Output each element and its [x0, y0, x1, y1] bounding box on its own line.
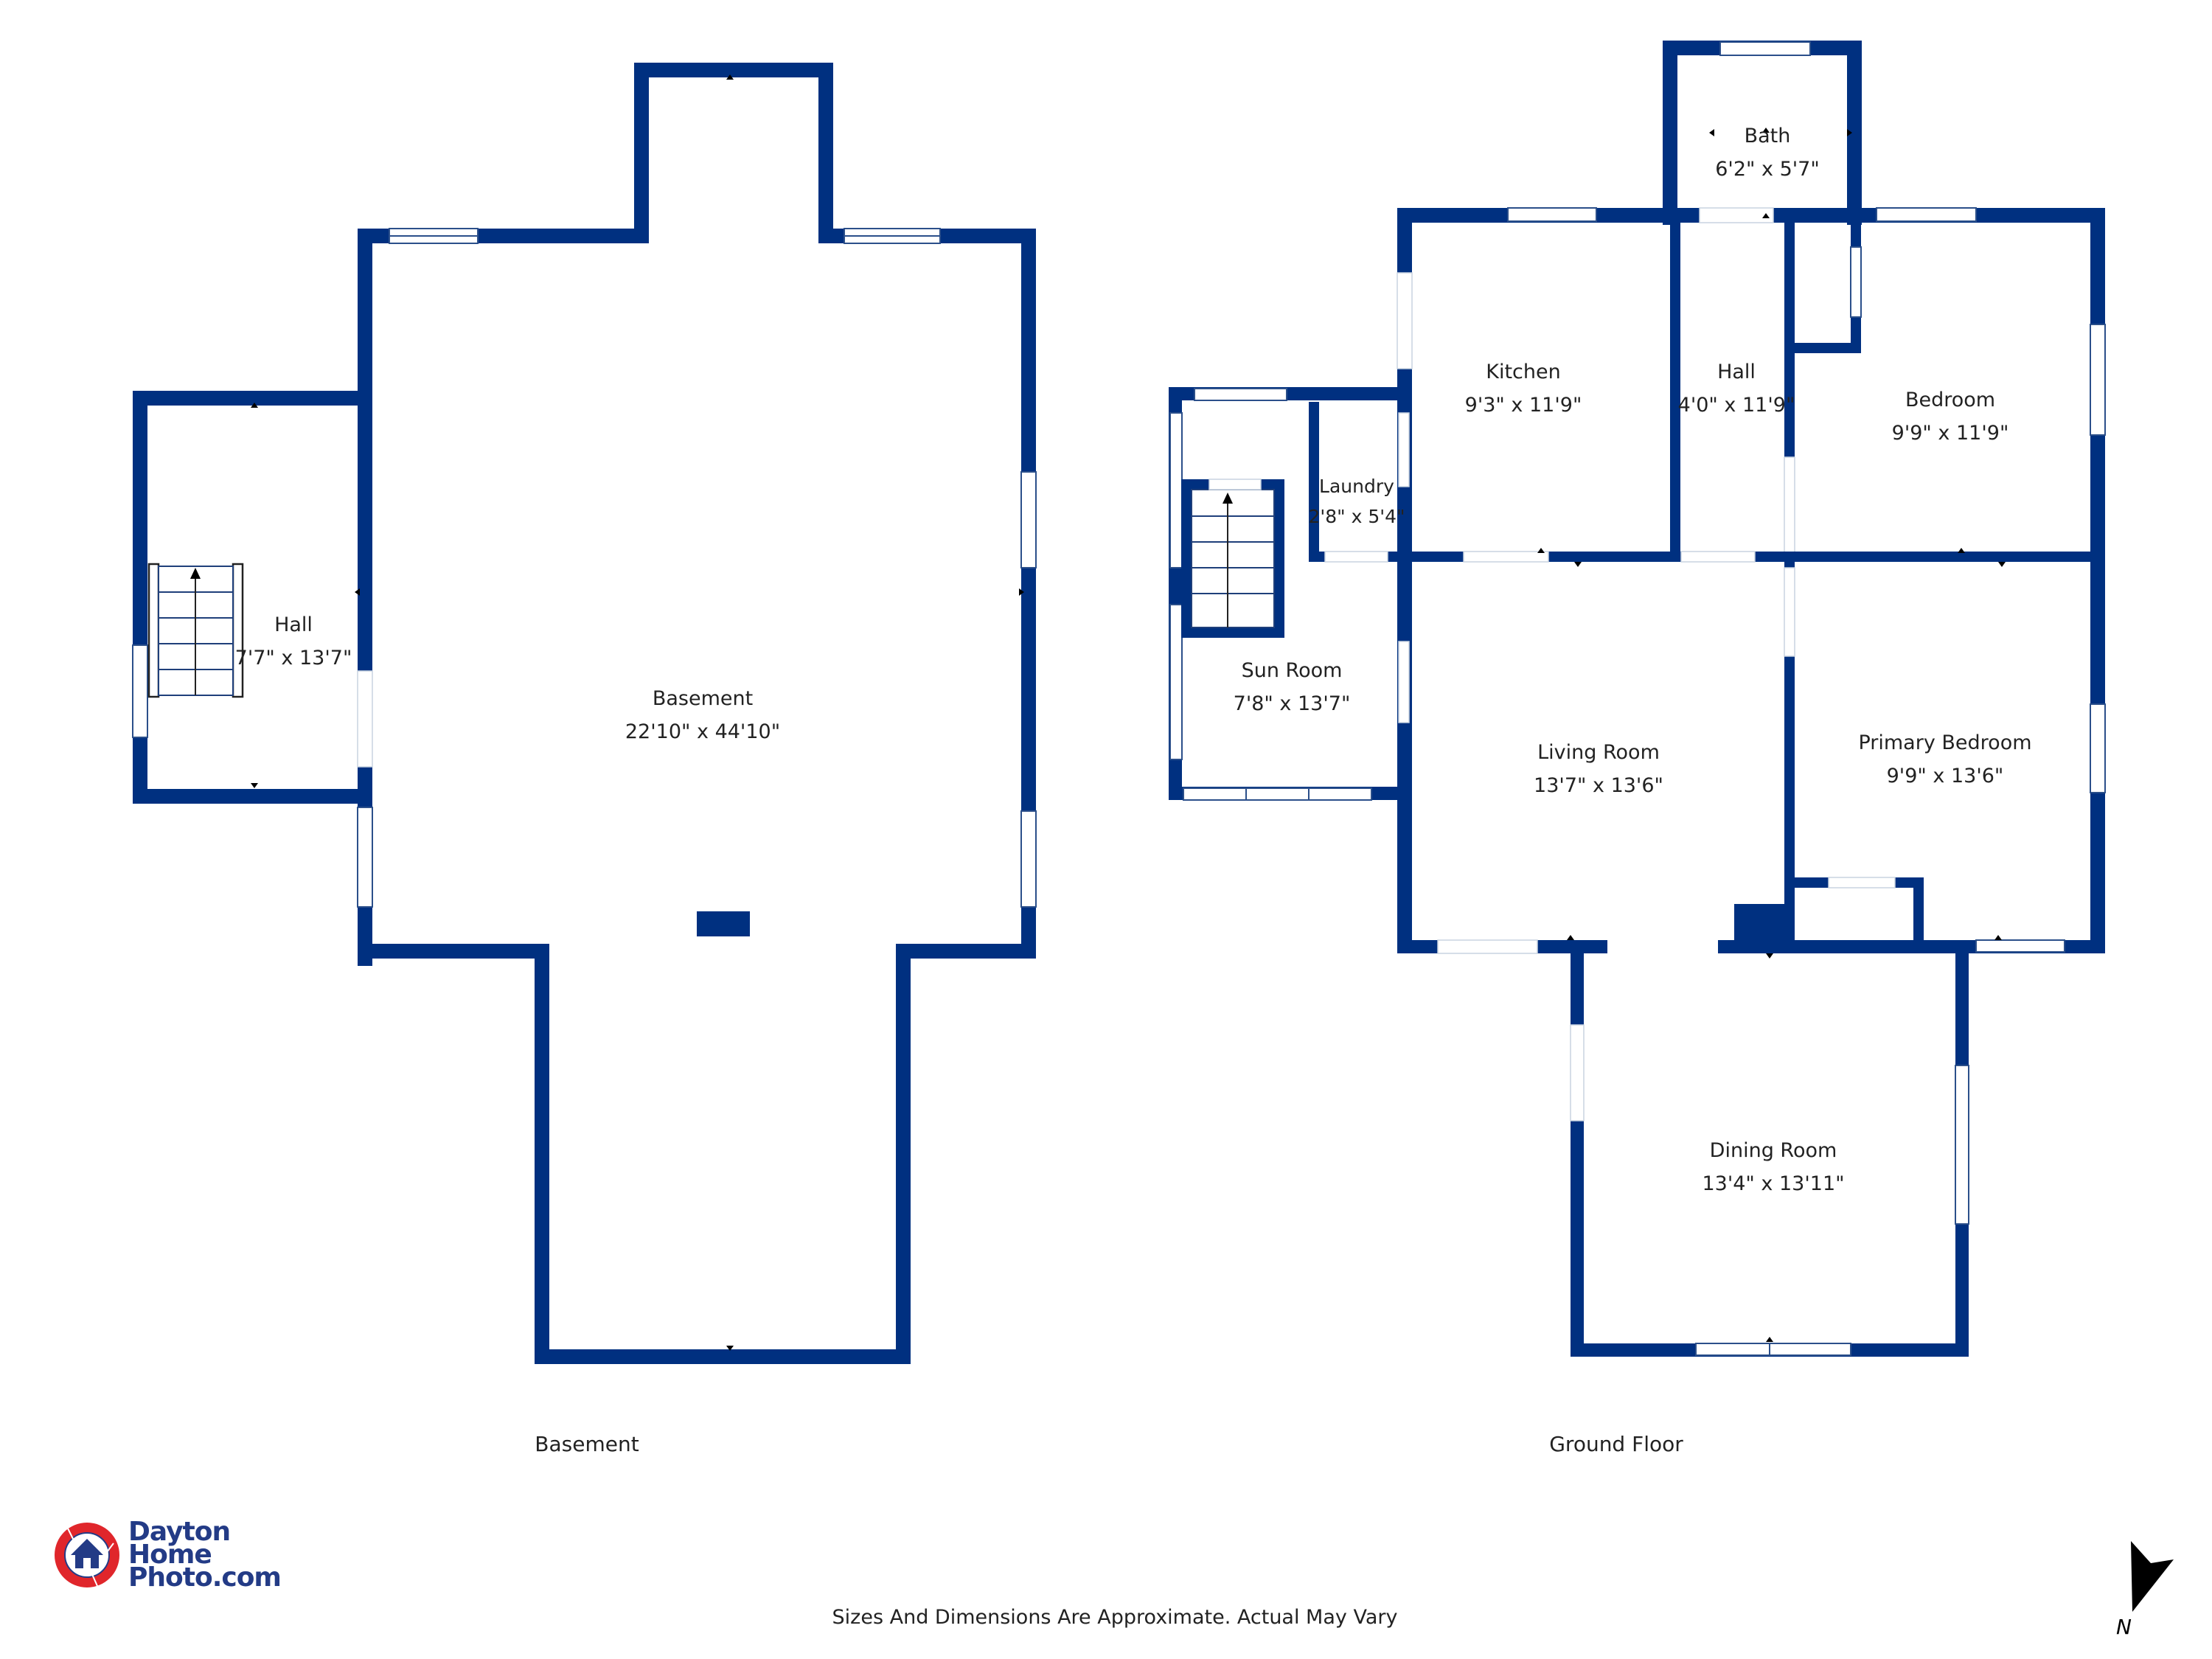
- room-name: Living Room: [1537, 741, 1660, 764]
- ground-floor-plan: [1169, 41, 2106, 1357]
- room-dimensions: 13'7" x 13'6": [1534, 774, 1663, 797]
- north-arrow-icon: [2131, 1541, 2174, 1612]
- room-label-basement-hall: Hall 7'7" x 13'7": [235, 615, 352, 668]
- room-dimensions: 13'4" x 13'11": [1702, 1172, 1845, 1195]
- room-name: Laundry: [1319, 476, 1394, 497]
- room-label-dining-room: Dining Room 13'4" x 13'11": [1702, 1141, 1844, 1194]
- north-label: N: [2116, 1615, 2132, 1639]
- room-label-kitchen: Kitchen 9'3" x 11'9": [1465, 362, 1582, 415]
- room-label-living-room: Living Room 13'7" x 13'6": [1534, 742, 1663, 796]
- logo-line-1: Dayton: [128, 1517, 231, 1547]
- room-name: Dining Room: [1709, 1139, 1837, 1162]
- room-name: Hall: [274, 613, 313, 636]
- room-name: Sun Room: [1241, 659, 1343, 682]
- room-label-sun-room: Sun Room 7'8" x 13'7": [1234, 661, 1351, 714]
- room-name: Bedroom: [1905, 389, 1996, 411]
- room-dimensions: 6'2" x 5'7": [1715, 158, 1820, 181]
- room-dimensions: 7'7" x 13'7": [234, 647, 352, 669]
- room-dimensions: 9'9" x 11'9": [1891, 422, 2009, 445]
- room-label-hall: Hall 4'0" x 11'9": [1678, 362, 1795, 415]
- floor-caption-ground-floor: Ground Floor: [1549, 1432, 1683, 1456]
- room-label-primary-bedroom: Primary Bedroom 9'9" x 13'6": [1858, 733, 2031, 786]
- room-label-laundry: Laundry 2'8" x 5'4": [1308, 477, 1405, 526]
- logo-text: Dayton Home Photo.com: [128, 1517, 282, 1593]
- company-logo: Dayton Home Photo.com: [53, 1517, 282, 1593]
- floor-caption-basement: Basement: [535, 1432, 639, 1456]
- room-dimensions: 4'0" x 11'9": [1677, 394, 1795, 417]
- disclaimer-text: Sizes And Dimensions Are Approximate. Ac…: [832, 1606, 1398, 1629]
- camera-house-icon: [55, 1522, 119, 1587]
- basement-floor-plan: [132, 63, 1037, 1364]
- room-label-basement: Basement 22'10" x 44'10": [625, 689, 780, 742]
- room-dimensions: 2'8" x 5'4": [1308, 506, 1405, 527]
- logo-line-2: Home: [128, 1540, 212, 1570]
- room-label-bath: Bath 6'2" x 5'7": [1715, 126, 1820, 179]
- room-name: Kitchen: [1486, 361, 1561, 383]
- room-label-bedroom: Bedroom 9'9" x 11'9": [1892, 390, 2009, 443]
- room-dimensions: 9'3" x 11'9": [1464, 394, 1582, 417]
- room-dimensions: 9'9" x 13'6": [1886, 765, 2004, 787]
- room-name: Primary Bedroom: [1858, 731, 2032, 754]
- room-dimensions: 22'10" x 44'10": [625, 720, 781, 743]
- logo-line-3: Photo.com: [128, 1562, 282, 1593]
- room-dimensions: 7'8" x 13'7": [1233, 692, 1351, 715]
- room-name: Bath: [1744, 125, 1791, 147]
- room-name: Hall: [1717, 361, 1756, 383]
- room-name: Basement: [652, 687, 754, 710]
